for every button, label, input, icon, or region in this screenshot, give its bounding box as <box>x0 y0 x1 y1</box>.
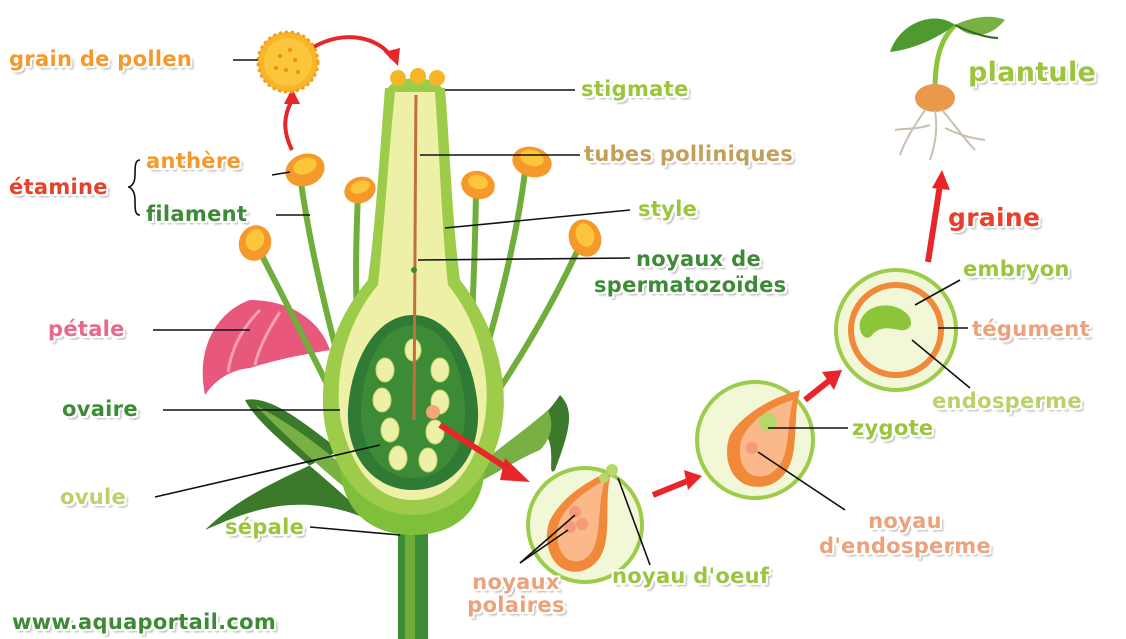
label-plantule: plantule <box>968 62 1096 84</box>
seedling <box>890 17 1005 160</box>
label-noyau: noyau <box>800 510 1010 532</box>
label-noyaux-de: noyaux de <box>636 248 761 270</box>
zygote-detail <box>697 382 813 498</box>
label-stigmate: stigmate <box>581 78 689 100</box>
label-polaires: polaires <box>456 594 576 616</box>
label-graine: graine <box>948 207 1040 229</box>
label-d-endosperme: d'endosperme <box>800 535 1010 557</box>
label-ovule: ovule <box>60 486 126 508</box>
label-ovaire: ovaire <box>62 398 138 420</box>
label-anthere: anthère <box>146 150 241 172</box>
label-tegument: tégument <box>972 318 1090 340</box>
label-etamine: étamine <box>9 176 108 198</box>
label-embryon: embryon <box>963 258 1070 280</box>
label-sepale: sépale <box>225 516 304 538</box>
pollen-grain <box>258 32 318 92</box>
label-endosperme: endosperme <box>932 390 1082 412</box>
website-url: www.aquaportail.com <box>12 611 276 633</box>
label-zygote: zygote <box>852 417 933 439</box>
label-style: style <box>638 198 697 220</box>
pollen-tube <box>414 95 416 420</box>
anther-to-pollen-arrow <box>285 100 292 150</box>
label-petale: pétale <box>48 318 125 340</box>
label-filament: filament <box>146 203 247 225</box>
seed-detail <box>836 270 956 390</box>
label-noyaux: noyaux <box>456 571 576 593</box>
label-grain-de-pollen: grain de pollen <box>9 48 192 70</box>
pollen-to-stigma-arrow <box>312 37 392 58</box>
label-spermatozoides: spermatozoïdes <box>594 274 786 296</box>
label-tubes-polliniques: tubes polliniques <box>584 143 793 165</box>
label-noyau-oeuf: noyau d'oeuf <box>612 565 769 587</box>
